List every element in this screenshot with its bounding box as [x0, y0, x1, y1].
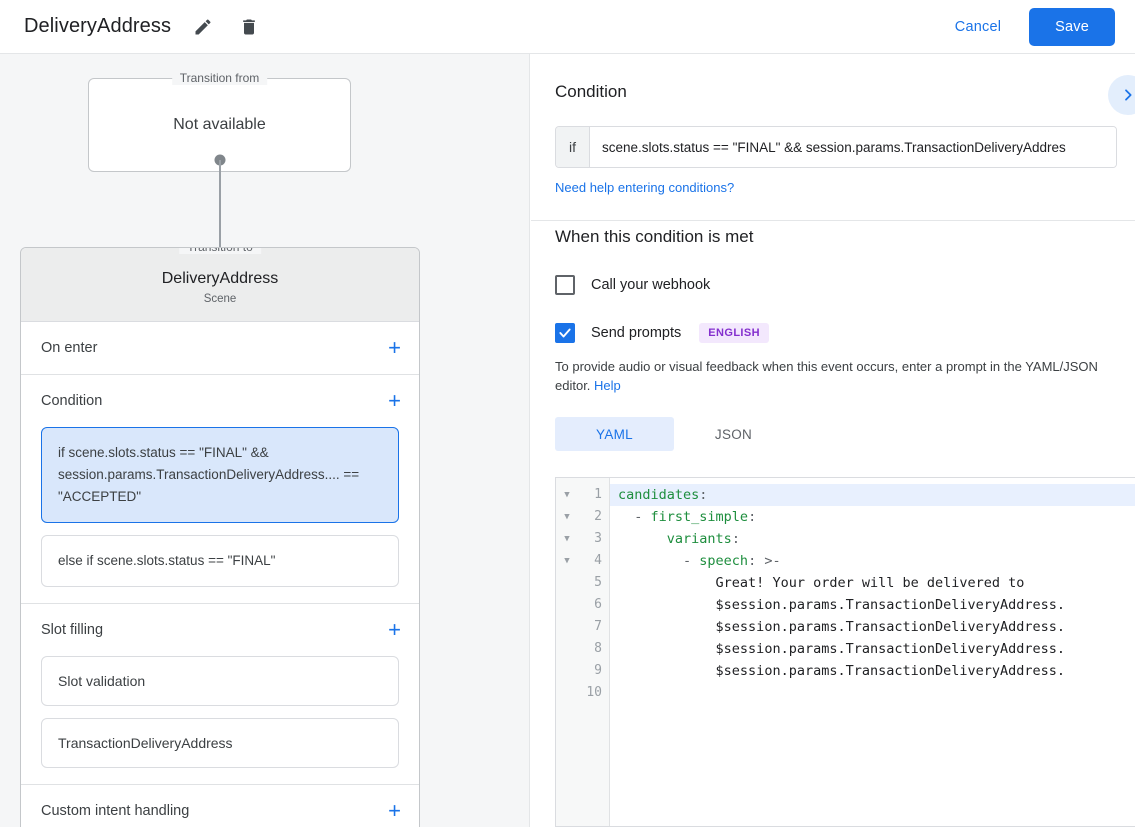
- call-webhook-label: Call your webhook: [591, 277, 711, 293]
- condition-input-row: if: [555, 126, 1117, 168]
- section-custom-intent-handling-label: Custom intent handling: [41, 803, 190, 819]
- section-divider: [531, 220, 1135, 221]
- section-slot-filling-label: Slot filling: [41, 622, 104, 638]
- list-item[interactable]: TransactionDeliveryAddress: [41, 718, 399, 768]
- prompts-help-sentence: To provide audio or visual feedback when…: [555, 359, 1098, 393]
- add-slot-filling-icon[interactable]: +: [388, 617, 401, 642]
- call-webhook-checkbox[interactable]: [555, 275, 575, 295]
- condition-editor-section: Condition if Need help entering conditio…: [531, 54, 1135, 197]
- list-item[interactable]: Slot validation: [41, 656, 399, 706]
- section-condition-label: Condition: [41, 393, 103, 409]
- left-graph-panel: Transition from Not available Transition…: [0, 54, 530, 827]
- pencil-icon[interactable]: [189, 13, 217, 41]
- section-slot-filling-header[interactable]: Slot filling +: [21, 604, 419, 656]
- code-line: Great! Your order will be delivered to: [715, 575, 1025, 591]
- editor-line-numbers: 1 2 3 4 5 6 7 8 9 10: [578, 478, 610, 826]
- when-condition-met-section: When this condition is met Call your web…: [531, 227, 1135, 451]
- line-number: 8: [594, 641, 602, 656]
- page-title: DeliveryAddress: [24, 15, 172, 37]
- line-number: 4: [594, 553, 602, 568]
- line-number: 10: [586, 685, 602, 700]
- fold-arrow-icon[interactable]: ▼: [564, 534, 570, 544]
- section-condition: Condition + if scene.slots.status == "FI…: [21, 375, 419, 604]
- line-number: 1: [594, 487, 602, 502]
- save-button[interactable]: Save: [1029, 7, 1115, 46]
- section-custom-intent-handling: Custom intent handling +: [21, 785, 419, 827]
- slot-filling-list: Slot validation TransactionDeliveryAddre…: [21, 656, 419, 784]
- fold-spacer: [556, 682, 578, 704]
- condition-item-selected[interactable]: if scene.slots.status == "FINAL" && sess…: [41, 427, 399, 523]
- condition-input[interactable]: [590, 127, 1116, 167]
- condition-item[interactable]: else if scene.slots.status == "FINAL": [41, 535, 399, 587]
- line-number: 3: [594, 531, 602, 546]
- trash-icon[interactable]: [235, 13, 263, 41]
- fold-arrow-icon[interactable]: ▼: [564, 556, 570, 566]
- condition-if-prefix: if: [556, 127, 590, 167]
- code-line: $session.params.TransactionDeliveryAddre…: [715, 619, 1066, 635]
- fold-spacer: [556, 638, 578, 660]
- line-number: 6: [594, 597, 602, 612]
- editor-code-content[interactable]: candidates: - first_simple: variants: - …: [610, 478, 1135, 826]
- code-line: $session.params.TransactionDeliveryAddre…: [715, 641, 1066, 657]
- transition-to-type: Scene: [203, 293, 237, 305]
- code-line: $session.params.TransactionDeliveryAddre…: [715, 663, 1066, 679]
- add-condition-icon[interactable]: +: [388, 388, 401, 413]
- transition-to-card: Transition to DeliveryAddress Scene On e…: [20, 247, 420, 827]
- right-detail-panel: Condition if Need help entering conditio…: [531, 54, 1135, 827]
- section-on-enter-label: On enter: [41, 340, 98, 356]
- chevron-right-icon[interactable]: [1108, 75, 1135, 115]
- code-line: - first_simple:: [634, 509, 757, 525]
- fold-spacer: [556, 616, 578, 638]
- add-custom-intent-icon[interactable]: +: [388, 798, 401, 823]
- add-on-enter-icon[interactable]: +: [388, 335, 401, 360]
- line-number: 7: [594, 619, 602, 634]
- section-custom-intent-handling-header[interactable]: Custom intent handling +: [21, 785, 419, 827]
- fold-spacer: [556, 660, 578, 682]
- when-condition-met-heading: When this condition is met: [555, 227, 754, 246]
- fold-arrow-icon[interactable]: ▼: [564, 512, 570, 522]
- section-slot-filling: Slot filling + Slot validation Transacti…: [21, 604, 419, 785]
- editor-fold-gutter[interactable]: ▼ ▼ ▼ ▼: [556, 478, 578, 826]
- webhook-row: Call your webhook: [555, 275, 1135, 295]
- line-number: 9: [594, 663, 602, 678]
- section-on-enter-header[interactable]: On enter +: [21, 322, 419, 374]
- line-number: 5: [594, 575, 602, 590]
- topbar-actions: Cancel Save: [945, 7, 1115, 46]
- code-line: $session.params.TransactionDeliveryAddre…: [715, 597, 1066, 613]
- code-line: candidates:: [610, 484, 1135, 506]
- transition-to-header: DeliveryAddress Scene: [21, 248, 419, 322]
- prompts-help-link[interactable]: Help: [594, 378, 621, 393]
- fold-spacer: [556, 594, 578, 616]
- section-on-enter: On enter +: [21, 322, 419, 375]
- condition-list: if scene.slots.status == "FINAL" && sess…: [21, 427, 419, 603]
- send-prompts-row: Send prompts ENGLISH: [555, 323, 1135, 343]
- condition-heading: Condition: [555, 82, 627, 101]
- cancel-button[interactable]: Cancel: [945, 11, 1011, 43]
- code-line: - speech: >-: [683, 553, 781, 569]
- transition-to-legend: Transition to: [179, 248, 261, 254]
- transition-from-value: Not available: [173, 116, 266, 133]
- send-prompts-label: Send prompts: [591, 325, 682, 341]
- code-line: [610, 682, 1135, 704]
- fold-spacer: [556, 572, 578, 594]
- fold-arrow-icon[interactable]: ▼: [564, 490, 570, 500]
- send-prompts-checkbox[interactable]: [555, 323, 575, 343]
- line-number: 2: [594, 509, 602, 524]
- tab-json[interactable]: JSON: [714, 426, 753, 442]
- prompts-help-text: To provide audio or visual feedback when…: [555, 357, 1117, 395]
- condition-help-link[interactable]: Need help entering conditions?: [555, 180, 735, 195]
- section-condition-header[interactable]: Condition +: [21, 375, 419, 427]
- top-app-bar: DeliveryAddress Cancel Save: [0, 0, 1135, 54]
- yaml-code-editor[interactable]: ▼ ▼ ▼ ▼ 1 2 3 4 5 6 7 8 9 10 candidates: - first_sim…: [555, 477, 1135, 827]
- tab-yaml[interactable]: YAML: [555, 417, 674, 451]
- transition-to-name: DeliveryAddress: [161, 270, 279, 287]
- editor-format-tabs: YAML JSON: [555, 417, 1135, 451]
- language-badge: ENGLISH: [699, 323, 769, 343]
- transition-from-legend: Transition from: [171, 71, 268, 85]
- code-line: variants:: [666, 531, 740, 547]
